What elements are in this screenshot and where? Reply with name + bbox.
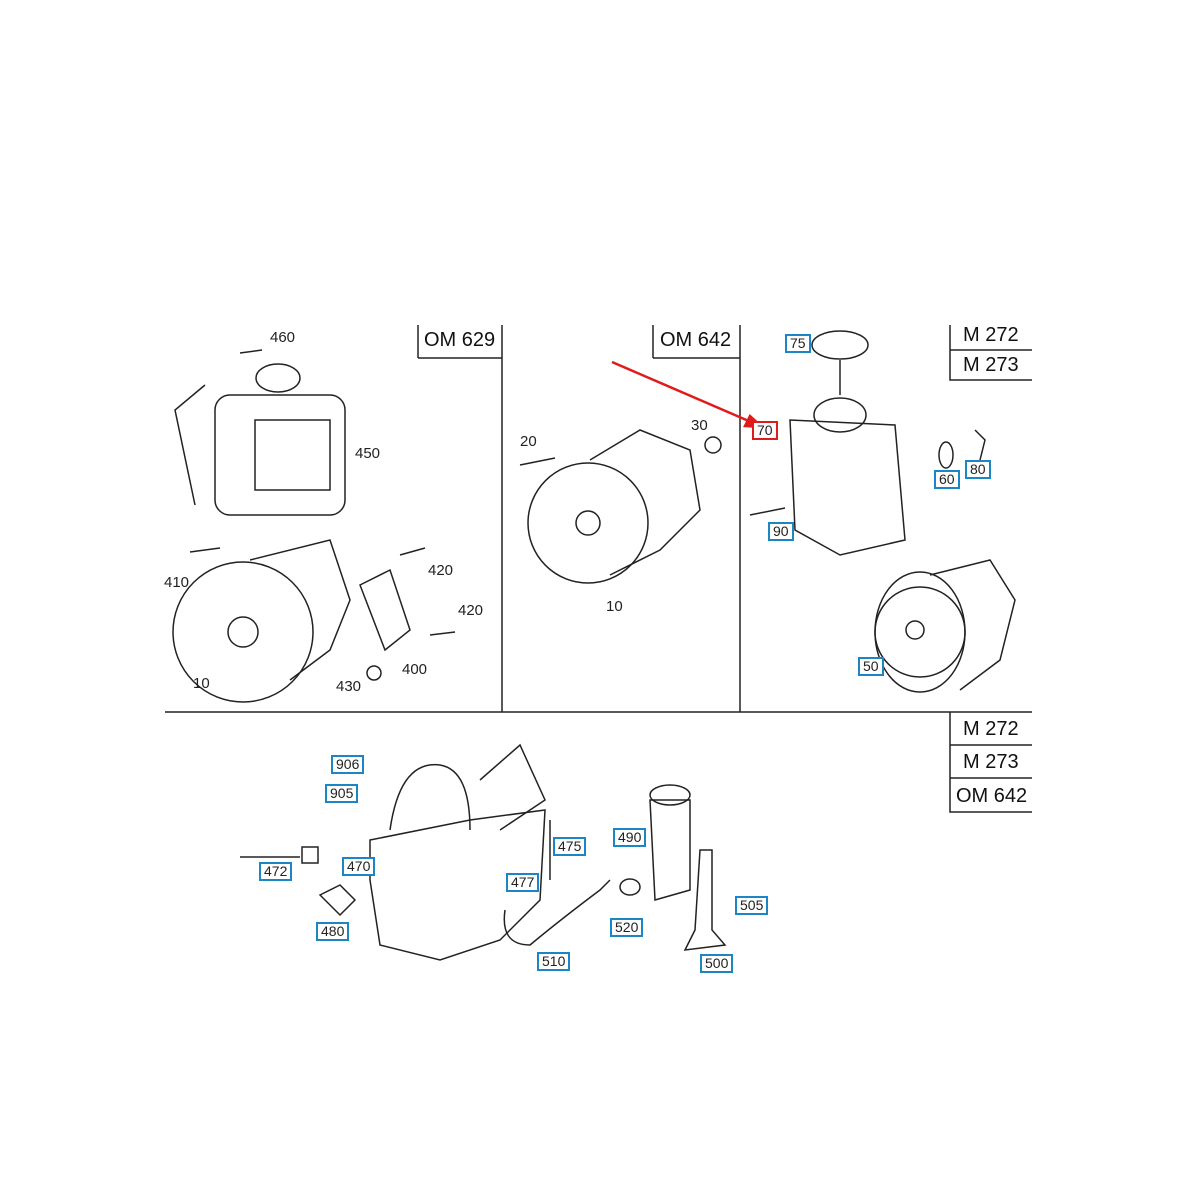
callout-500[interactable]: 500 xyxy=(700,954,734,973)
callout-505[interactable]: 505 xyxy=(735,896,769,915)
callout-472[interactable]: 472 xyxy=(259,862,293,881)
callout-906[interactable]: 906 xyxy=(331,755,365,774)
part-label-400: 400 xyxy=(402,661,428,678)
section-label-m273: M 273 xyxy=(963,354,1019,376)
part-label-420: 420 xyxy=(428,562,454,579)
callout-905[interactable]: 905 xyxy=(325,784,359,803)
om642-pump-drawing xyxy=(519,429,722,584)
bottom-assembly-drawing xyxy=(240,743,727,961)
callout-60[interactable]: 60 xyxy=(934,470,960,489)
callout-80[interactable]: 80 xyxy=(965,460,991,479)
callout-490[interactable]: 490 xyxy=(613,828,647,847)
section-label-om629: OM 629 xyxy=(424,329,496,351)
callout-480[interactable]: 480 xyxy=(316,922,350,941)
section-label-bottom-m273: M 273 xyxy=(963,751,1019,773)
part-label-10: 10 xyxy=(606,598,623,615)
section-label-bottom-m272: M 272 xyxy=(963,718,1019,740)
section-label-om642: OM 642 xyxy=(660,329,732,351)
part-label-410: 410 xyxy=(164,574,190,591)
part-label-20: 20 xyxy=(520,433,537,450)
callout-477[interactable]: 477 xyxy=(506,873,540,892)
m272-pump-drawing xyxy=(749,330,1016,693)
callout-475[interactable]: 475 xyxy=(553,837,587,856)
callout-520[interactable]: 520 xyxy=(610,918,644,937)
part-label-460: 460 xyxy=(270,329,296,346)
part-label-10: 10 xyxy=(193,675,210,692)
callout-510[interactable]: 510 xyxy=(537,952,571,971)
section-label-m272: M 272 xyxy=(963,324,1019,346)
section-label-bottom-om642: OM 642 xyxy=(956,785,1028,807)
callout-50[interactable]: 50 xyxy=(858,657,884,676)
part-label-430: 430 xyxy=(336,678,362,695)
frame-lines xyxy=(165,325,1032,813)
part-label-420: 420 xyxy=(458,602,484,619)
callout-90[interactable]: 90 xyxy=(768,522,794,541)
om629-pump-drawing xyxy=(172,349,456,703)
part-label-450: 450 xyxy=(355,445,381,462)
callout-70-highlighted[interactable]: 70 xyxy=(752,421,778,440)
part-label-30: 30 xyxy=(691,417,708,434)
callout-470[interactable]: 470 xyxy=(342,857,376,876)
callout-75[interactable]: 75 xyxy=(785,334,811,353)
